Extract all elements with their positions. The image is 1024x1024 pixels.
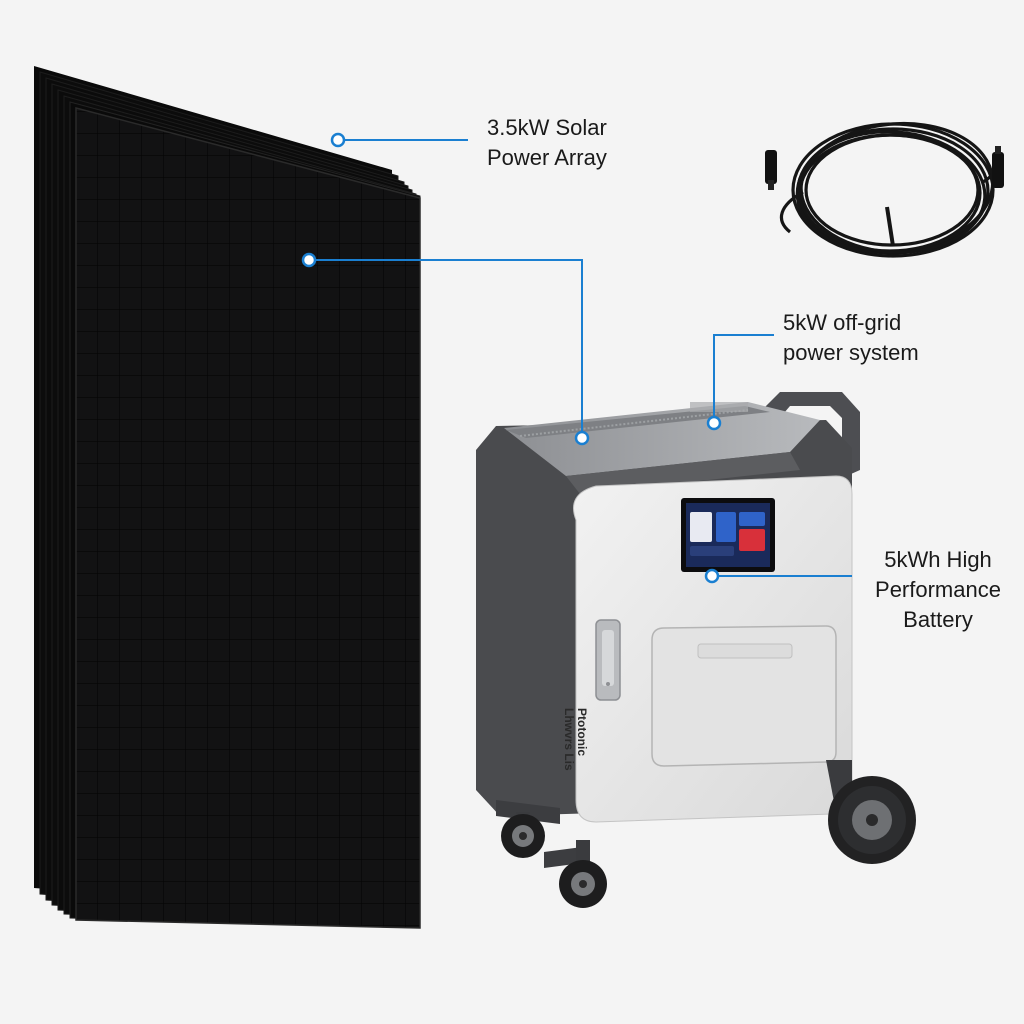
cable-coil — [765, 121, 1004, 258]
callout-battery: 5kWh High Performance Battery — [860, 545, 1016, 635]
brand-label: Ptotonic Lhwvrs Lis — [562, 708, 589, 778]
display-screen — [681, 498, 775, 572]
callout-battery-line-2: Performance — [875, 577, 1001, 602]
callout-battery-line-3: Battery — [903, 607, 973, 632]
solar-panel-stack — [34, 66, 421, 929]
callout-solar-array: 3.5kW Solar Power Array — [487, 113, 607, 173]
wheel-front-center — [559, 840, 607, 908]
marker-offgrid — [706, 415, 722, 431]
wheel-front-left — [501, 812, 545, 858]
brand-line-1: Ptotonic — [575, 708, 589, 756]
callout-solar-line-2: Power Array — [487, 145, 607, 170]
callout-offgrid-line-2: power system — [783, 340, 919, 365]
callout-battery-line-1: 5kWh High — [884, 547, 992, 572]
marker-unit-top — [574, 430, 590, 446]
marker-solar — [330, 132, 346, 148]
callout-offgrid-line-1: 5kW off-grid — [783, 310, 902, 335]
power-station-unit — [476, 392, 916, 908]
callout-offgrid-system: 5kW off-grid power system — [783, 308, 919, 368]
callout-line-offgrid — [713, 334, 774, 423]
callout-lines — [309, 139, 852, 577]
callout-line-panel — [309, 259, 583, 438]
callout-solar-line-1: 3.5kW Solar — [487, 115, 607, 140]
brand-line-2: Lhwvrs Lis — [562, 708, 576, 771]
marker-panel — [301, 252, 317, 268]
door-latch — [595, 619, 621, 701]
callout-markers — [301, 132, 722, 584]
wheel-rear — [826, 760, 916, 864]
marker-battery — [704, 568, 720, 584]
